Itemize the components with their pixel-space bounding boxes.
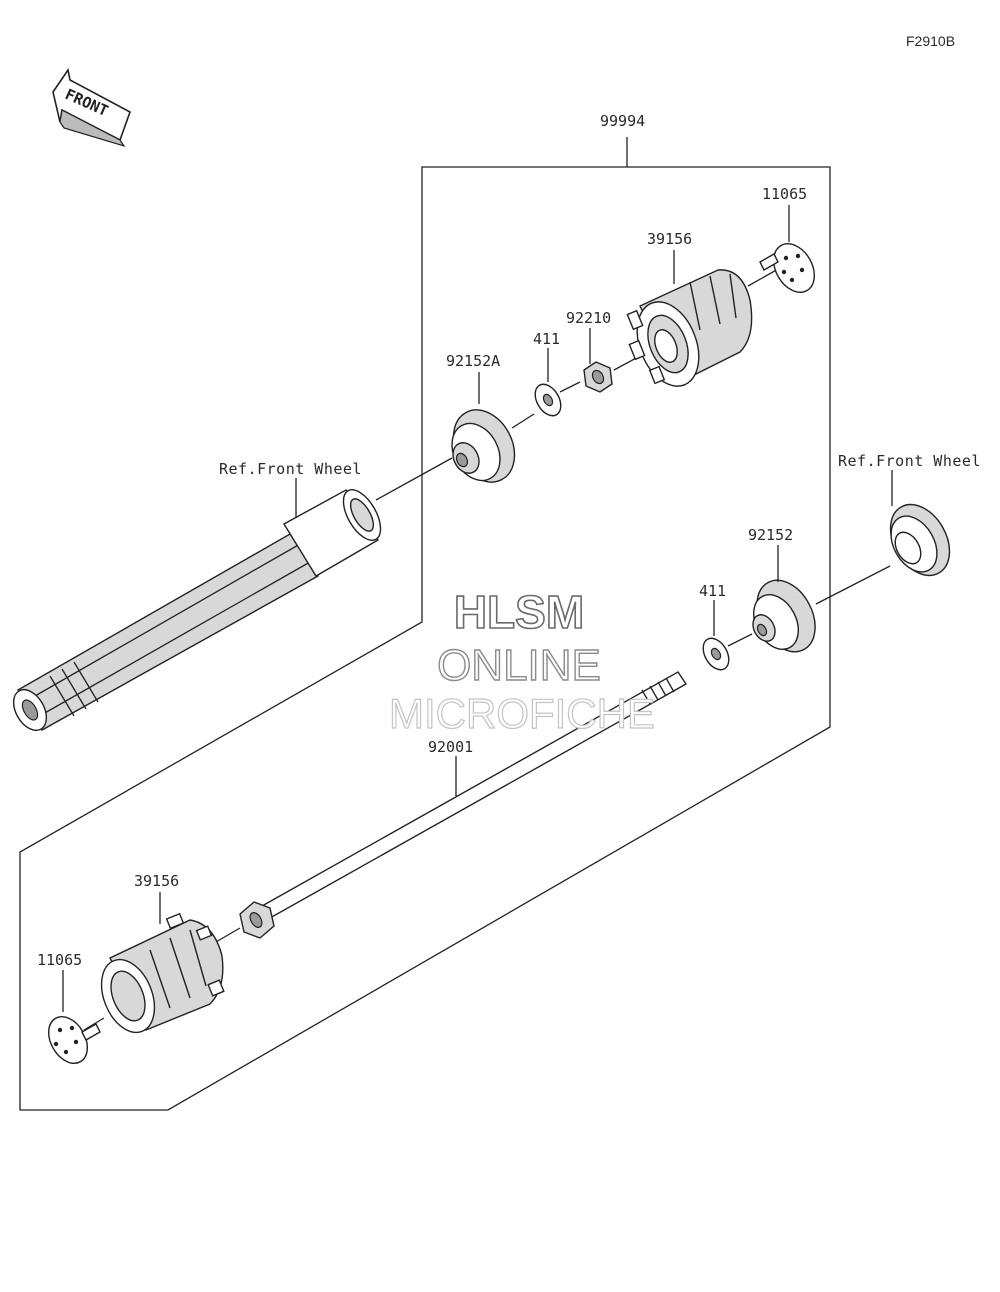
label-92210: 92210 — [566, 309, 611, 327]
assembly-outline — [19, 137, 831, 1111]
label-39156-top: 39156 — [647, 230, 692, 248]
part-411-washer-top — [534, 383, 562, 417]
watermark-line1: HLSM — [454, 586, 584, 638]
label-11065-bottom: 11065 — [37, 951, 82, 969]
part-92210-nut — [583, 361, 613, 393]
label-92152A: 92152A — [446, 352, 500, 370]
part-92001-bolt — [239, 671, 688, 939]
part-11065-cap-bottom — [47, 1016, 101, 1064]
part-411-washer-bottom — [702, 637, 730, 671]
part-92152-collar — [752, 579, 816, 653]
label-411-top: 411 — [533, 330, 560, 348]
part-11065-cap-top — [759, 243, 815, 293]
watermark: HLSM ONLINE MICROFICHE — [388, 585, 655, 737]
label-11065-top: 11065 — [762, 185, 807, 203]
part-92152A-collar — [451, 409, 516, 483]
watermark-line2: ONLINE — [437, 641, 601, 690]
front-axle — [12, 489, 382, 731]
right-wheel-collar — [889, 503, 951, 577]
part-39156-slider-bottom — [100, 912, 225, 1034]
figure-code: F2910B — [906, 33, 955, 49]
front-arrow-icon: FRONT — [52, 67, 131, 148]
watermark-line3: MICROFICHE — [389, 690, 655, 737]
label-39156-bottom: 39156 — [134, 872, 179, 890]
label-92001: 92001 — [428, 738, 473, 756]
label-92152: 92152 — [748, 526, 793, 544]
ref-front-wheel-left: Ref.Front Wheel — [219, 460, 362, 478]
label-411-bottom: 411 — [699, 582, 726, 600]
ref-front-wheel-right: Ref.Front Wheel — [838, 452, 981, 470]
assembly-label: 99994 — [600, 112, 645, 130]
part-39156-slider-top — [626, 269, 753, 387]
